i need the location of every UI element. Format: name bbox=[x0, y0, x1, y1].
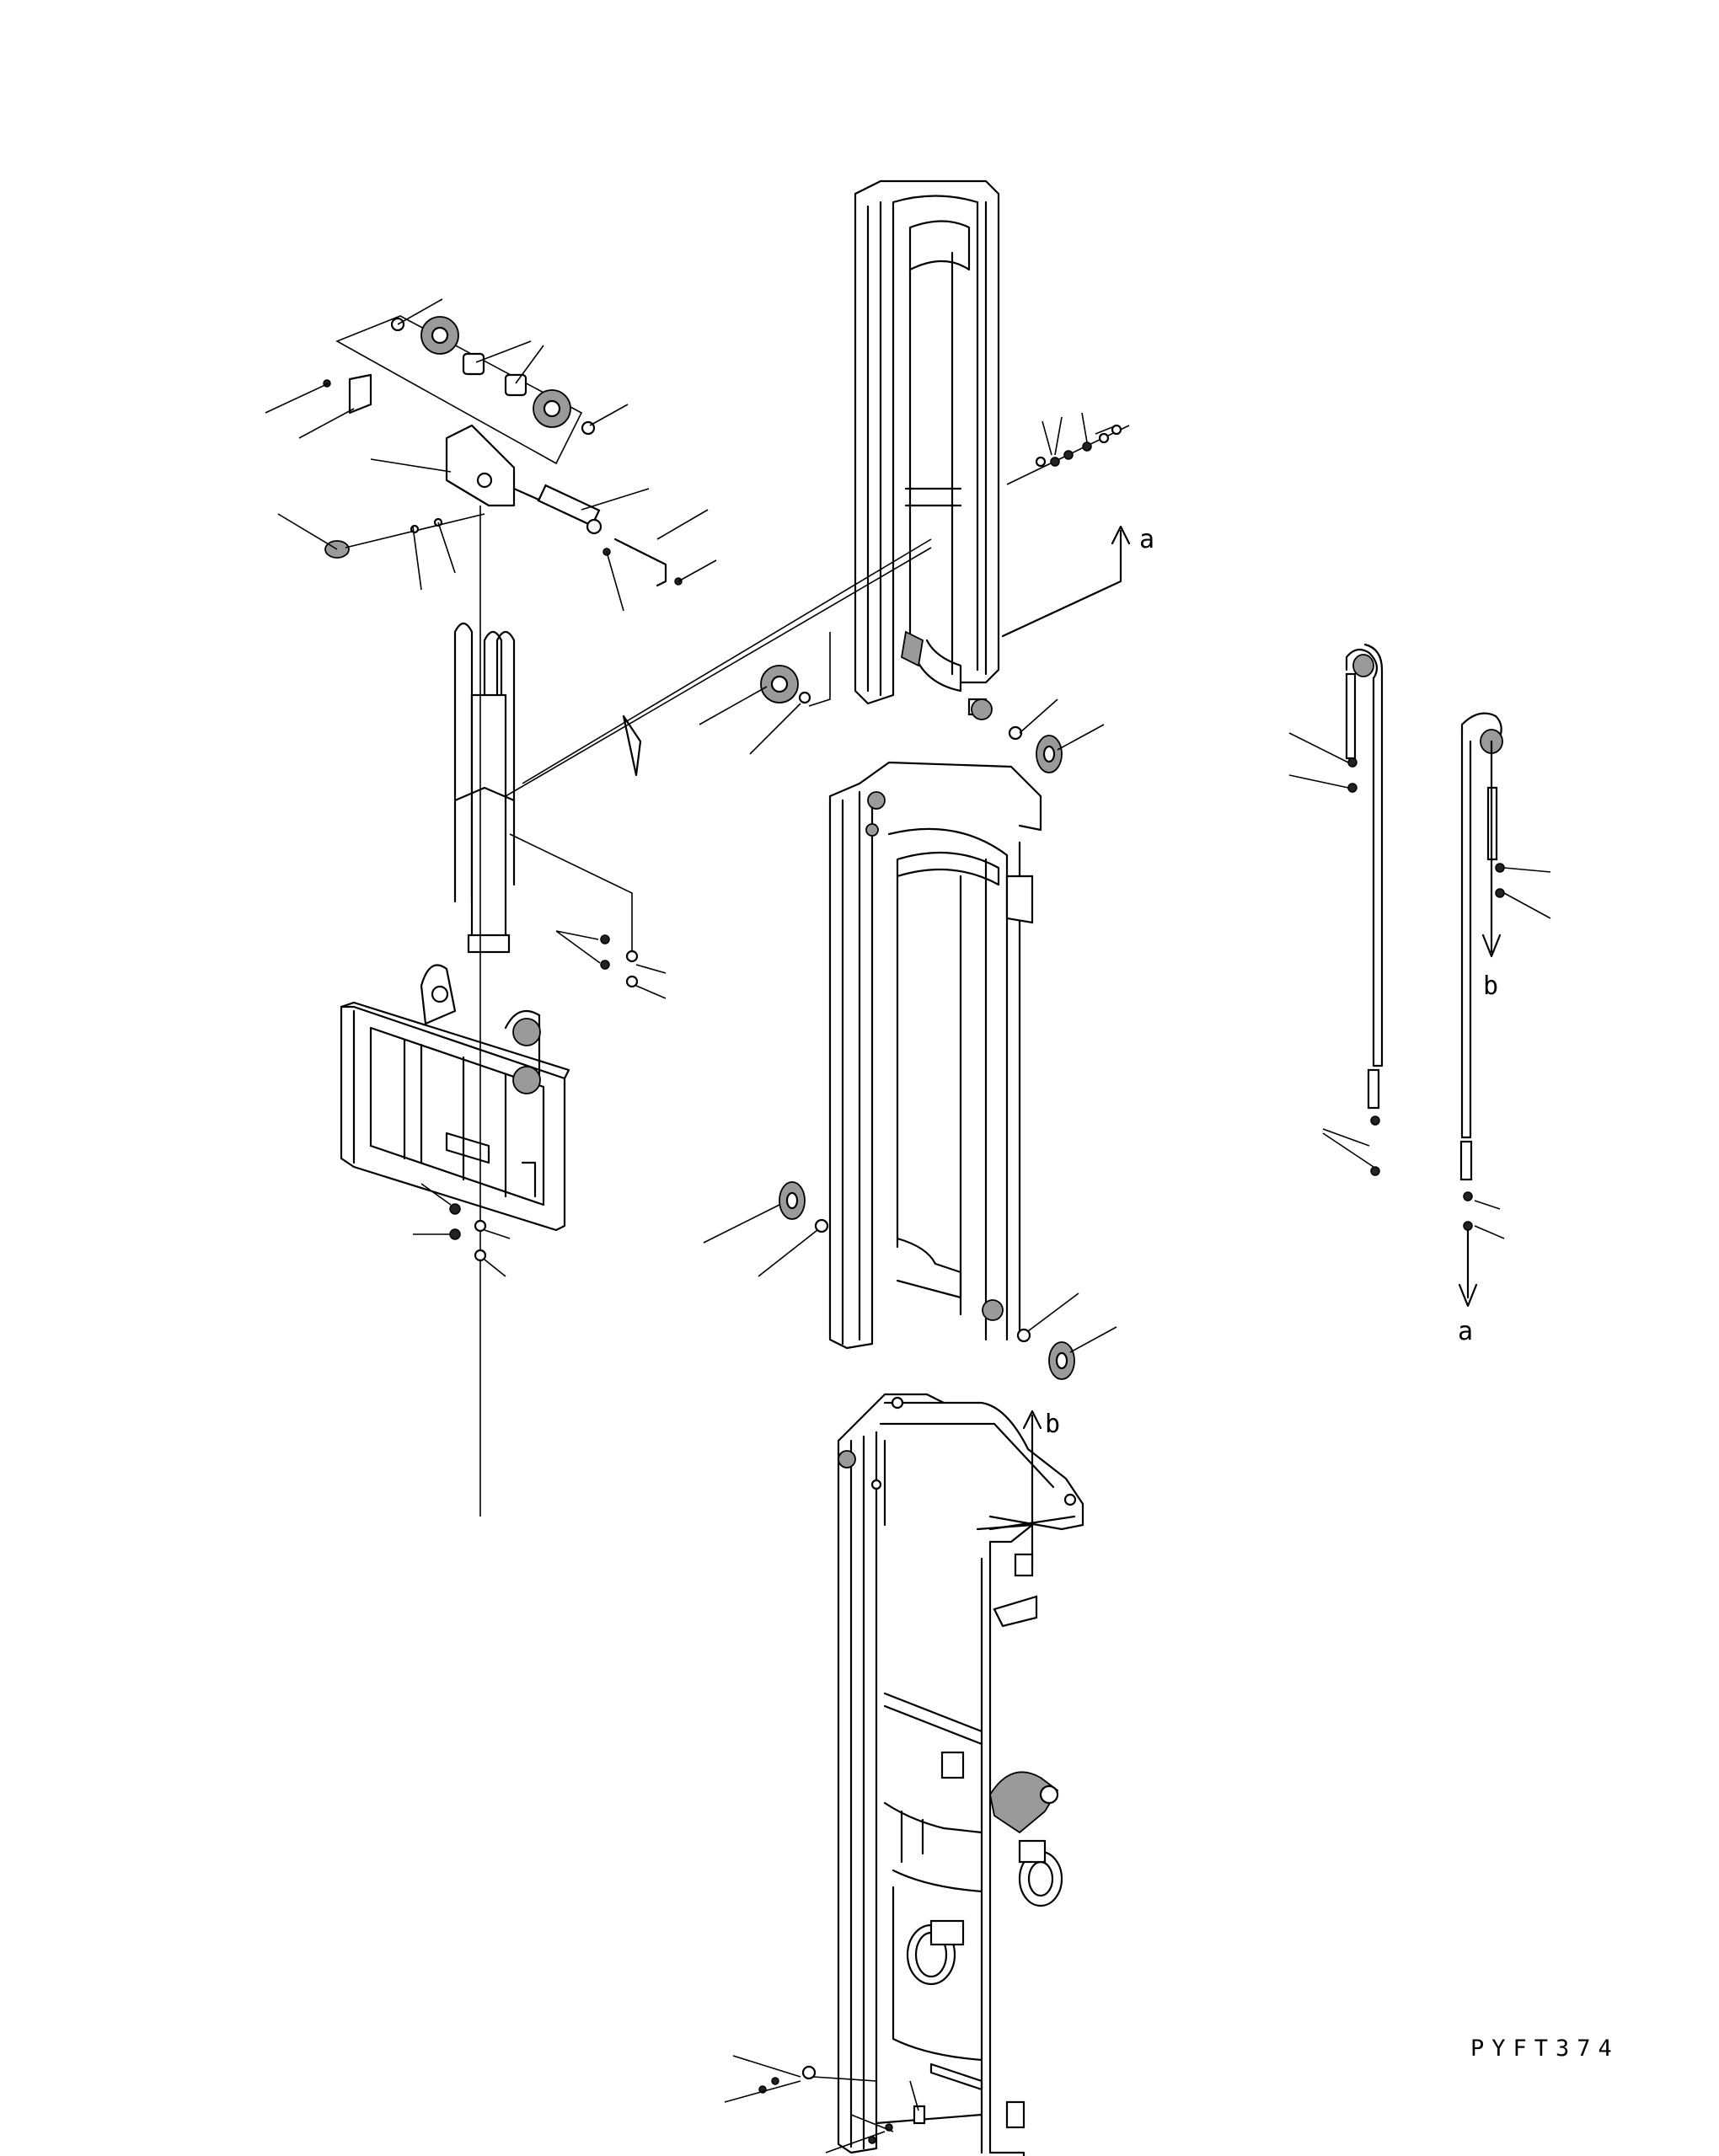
middle-mast bbox=[828, 761, 1042, 1350]
reference-label-a-top: a bbox=[1139, 525, 1154, 554]
carriage-frame bbox=[340, 964, 570, 1232]
chain-left bbox=[1288, 643, 1384, 1176]
outer-mast-brackets bbox=[989, 1553, 1063, 2129]
inner-mast bbox=[854, 179, 1000, 716]
carriage-bottom-bolts bbox=[413, 1183, 511, 1277]
outer-mast bbox=[837, 1393, 1084, 2156]
outer-mast-bottom-bolts bbox=[724, 2055, 926, 2153]
leader-lines-upper-left bbox=[265, 298, 717, 612]
chain-right: b a bbox=[1458, 712, 1551, 1346]
middle-mast-rollers bbox=[703, 698, 1117, 1380]
reference-label-a-bottom: a bbox=[1458, 1317, 1473, 1346]
reference-label-b-bottom: b bbox=[1045, 1410, 1060, 1439]
cylinder-mount-nuts bbox=[555, 930, 667, 999]
reference-arrow-a-top: a bbox=[1001, 525, 1154, 638]
inner-mast-upper-bolts bbox=[1006, 412, 1130, 485]
reference-arrow-b-bottom: b bbox=[1022, 1410, 1060, 1569]
sheave-bracket-assembly bbox=[323, 315, 683, 587]
figure-code: PYFT374 bbox=[1470, 2036, 1620, 2062]
lift-cylinder-and-chains bbox=[453, 506, 932, 1517]
reference-label-b-right: b bbox=[1483, 971, 1498, 1001]
cross-member-roller bbox=[622, 632, 831, 777]
